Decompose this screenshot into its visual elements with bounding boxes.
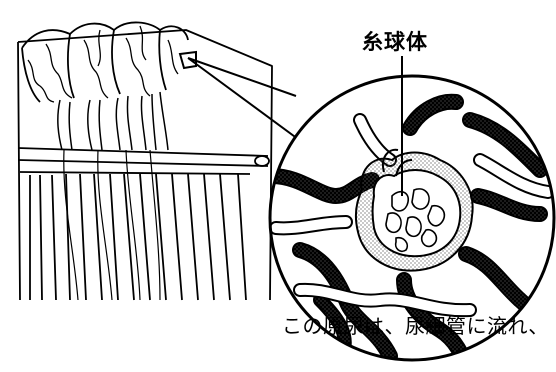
glomerulus-label: 糸球体: [362, 30, 428, 54]
caption-text: この原尿は、尿細管に流れ、: [282, 314, 549, 338]
magnification-callout: [178, 50, 303, 143]
kidney-tissue-block: [17, 21, 273, 301]
glomerulus-lens: [270, 76, 554, 360]
bowman-capsule: [354, 148, 474, 272]
lens-border: [268, 74, 556, 362]
